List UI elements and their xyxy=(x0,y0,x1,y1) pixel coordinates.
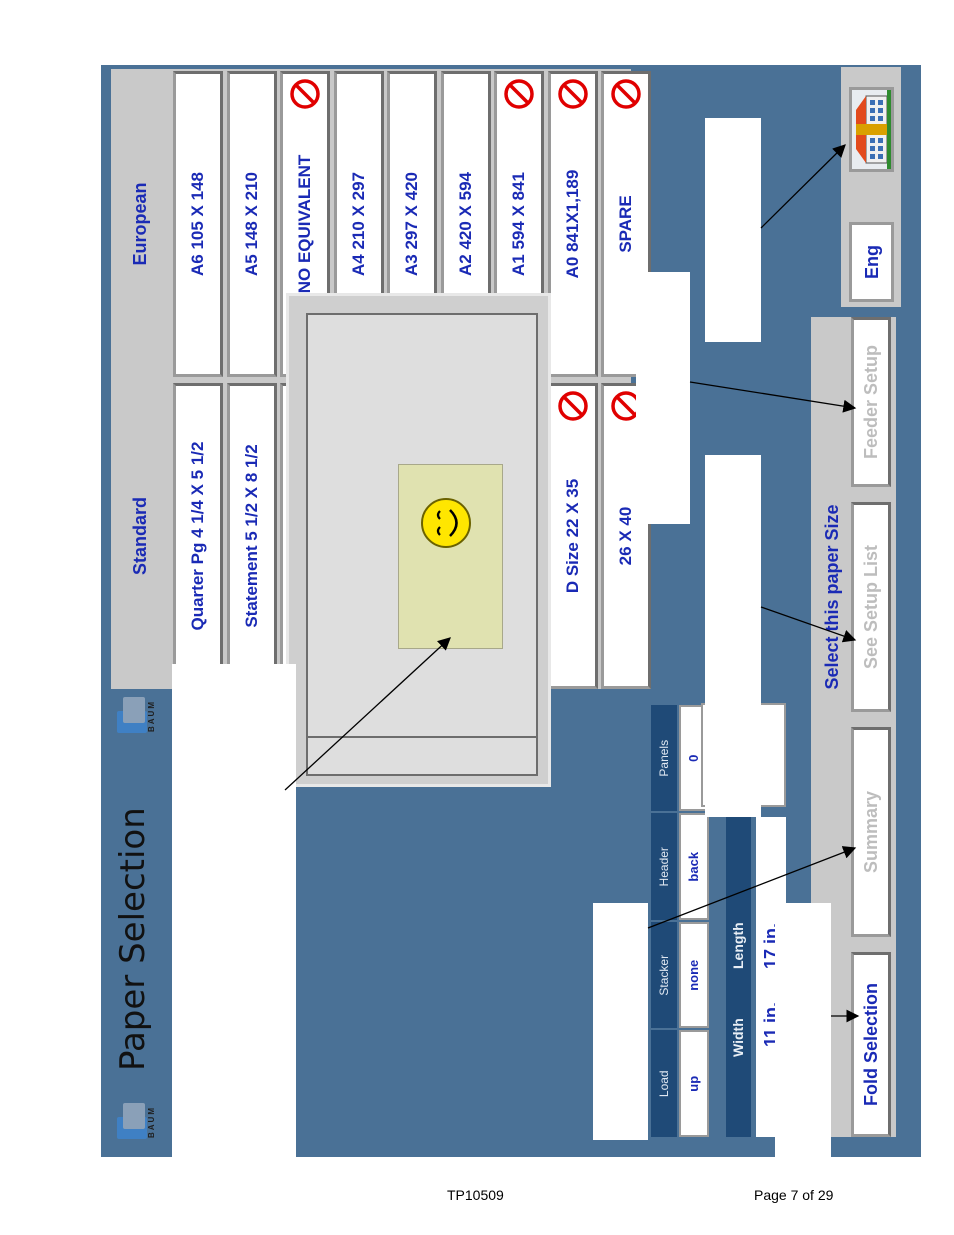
column-header-european: European xyxy=(130,182,150,266)
paper-size-label: 26 X 40 xyxy=(616,506,635,566)
paper-size-table: Standard European Quarter Pg 4 1/4 X 5 1… xyxy=(111,69,651,689)
baum-logo-icon: BAUM xyxy=(111,693,157,739)
paper-size-label: NO EQUIVALENT xyxy=(295,154,314,294)
paper-size-label: A2 420 X 594 xyxy=(455,172,475,276)
paper-size-label: A6 105 X 148 xyxy=(188,172,207,276)
status-tab-value[interactable]: back xyxy=(679,813,709,920)
callout-box xyxy=(705,118,761,342)
european-size-button[interactable]: NO EQUIVALENT xyxy=(280,71,330,377)
column-header-standard: Standard xyxy=(130,497,150,576)
page-title: Paper Selection xyxy=(113,807,153,1071)
length-label: Length xyxy=(726,817,751,977)
paper-size-label: A3 297 X 420 xyxy=(402,172,421,276)
smiley-icon xyxy=(421,498,471,548)
european-size-button[interactable]: A6 105 X 148 xyxy=(173,71,223,377)
no-entry-icon xyxy=(503,78,535,110)
callout-box xyxy=(172,664,296,1157)
preview-area xyxy=(306,313,538,751)
no-entry-icon xyxy=(289,78,321,110)
status-tab-label: Stacker xyxy=(651,922,677,1029)
paper-size-label: A1 594 X 841 xyxy=(509,172,528,276)
language-button[interactable]: Eng xyxy=(849,222,894,302)
status-tab-label: Load xyxy=(651,1030,677,1137)
no-entry-icon xyxy=(557,78,589,110)
no-entry-icon xyxy=(610,78,642,110)
baum-logo-icon: BAUM xyxy=(111,1099,157,1145)
standard-size-button[interactable]: Quarter Pg 4 1/4 X 5 1/2 xyxy=(173,383,223,689)
paper-size-label: SPARE xyxy=(616,195,635,253)
status-tab-label: Header xyxy=(651,813,677,920)
european-size-button[interactable]: A0 841X1,189 xyxy=(547,71,598,377)
paper-size-label: A4 210 X 297 xyxy=(348,172,368,276)
european-size-button[interactable]: SPARE xyxy=(601,71,651,377)
european-size-button[interactable]: A5 148 X 210 xyxy=(226,71,277,377)
summary-button[interactable]: Summary xyxy=(851,727,891,937)
status-tab-label: Panels xyxy=(651,705,677,812)
status-tab-value[interactable]: none xyxy=(679,922,709,1029)
app-window: BAUM Paper Selection BAUM Standard Europ… xyxy=(101,65,921,1157)
paper-size-label: Statement 5 1/2 X 8 1/2 xyxy=(241,444,261,628)
status-tab-value[interactable]: up xyxy=(679,1030,709,1137)
building-icon xyxy=(856,90,891,169)
paper-size-label: A0 841X1,189 xyxy=(562,169,582,279)
see-setup-list-button[interactable]: See Setup List xyxy=(851,502,891,712)
callout-box xyxy=(593,903,648,1140)
paper-size-label: Quarter Pg 4 1/4 X 5 1/2 xyxy=(188,441,207,631)
callout-box xyxy=(636,272,690,524)
preview-feeder-slot xyxy=(306,736,538,776)
paper-size-label: A5 148 X 210 xyxy=(241,172,261,276)
page-number: Page 7 of 29 xyxy=(754,1187,834,1203)
feeder-setup-button[interactable]: Feeder Setup xyxy=(851,317,891,487)
doc-id: TP10509 xyxy=(447,1187,504,1203)
paper-preview xyxy=(286,293,551,787)
european-size-button[interactable]: A1 594 X 841 xyxy=(494,71,544,377)
paper-sheet-preview xyxy=(398,464,503,649)
width-label: Width xyxy=(726,977,751,1137)
no-entry-icon xyxy=(557,390,589,422)
standard-size-button[interactable]: D Size 22 X 35 xyxy=(547,383,598,689)
hint-text: Select this paper Size xyxy=(822,504,842,690)
paper-size-label: D Size 22 X 35 xyxy=(562,478,582,594)
standard-size-button[interactable]: Statement 5 1/2 X 8 1/2 xyxy=(226,383,277,689)
callout-box xyxy=(705,455,761,817)
fold-selection-button[interactable]: Fold Selection xyxy=(851,952,891,1137)
callout-box xyxy=(775,903,831,1157)
building-icon[interactable] xyxy=(849,87,894,172)
